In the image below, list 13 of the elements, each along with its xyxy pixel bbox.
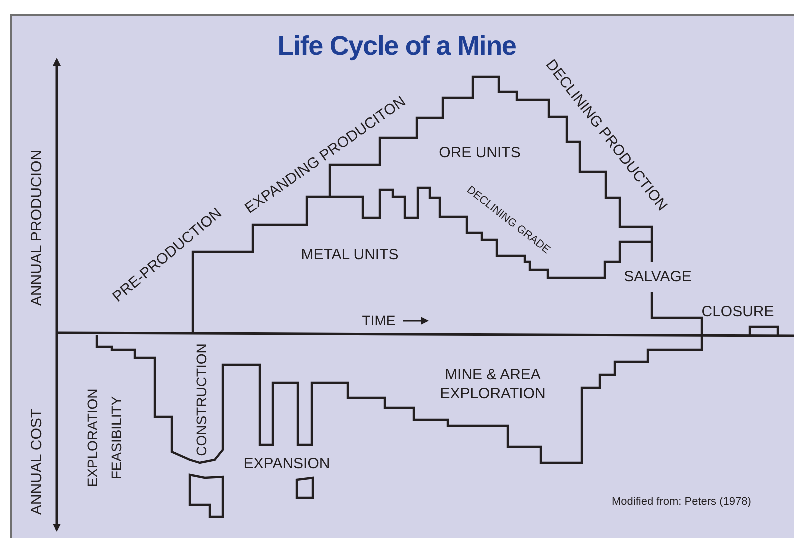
phase-label: SALVAGE <box>624 268 692 288</box>
region-label: ORE UNITS <box>439 144 521 164</box>
axis-label: ANNUAL PRODUCION <box>28 150 47 306</box>
phase-label: CLOSURE <box>702 304 774 322</box>
region-label: METAL UNITS <box>301 246 399 266</box>
region-label: MINE & AREA EXPLORATION <box>439 366 547 404</box>
axis-label: TIME <box>362 312 396 330</box>
phase-label: CONSTRUCTION <box>193 344 210 456</box>
source-note: Modified from: Peters (1978) <box>612 495 752 510</box>
axis-label: ANNUAL COST <box>28 408 47 516</box>
phase-label: FEASIBILITY <box>108 396 126 480</box>
phase-label: EXPLORATION <box>84 388 102 488</box>
phase-label: EXPANSION <box>244 456 330 474</box>
